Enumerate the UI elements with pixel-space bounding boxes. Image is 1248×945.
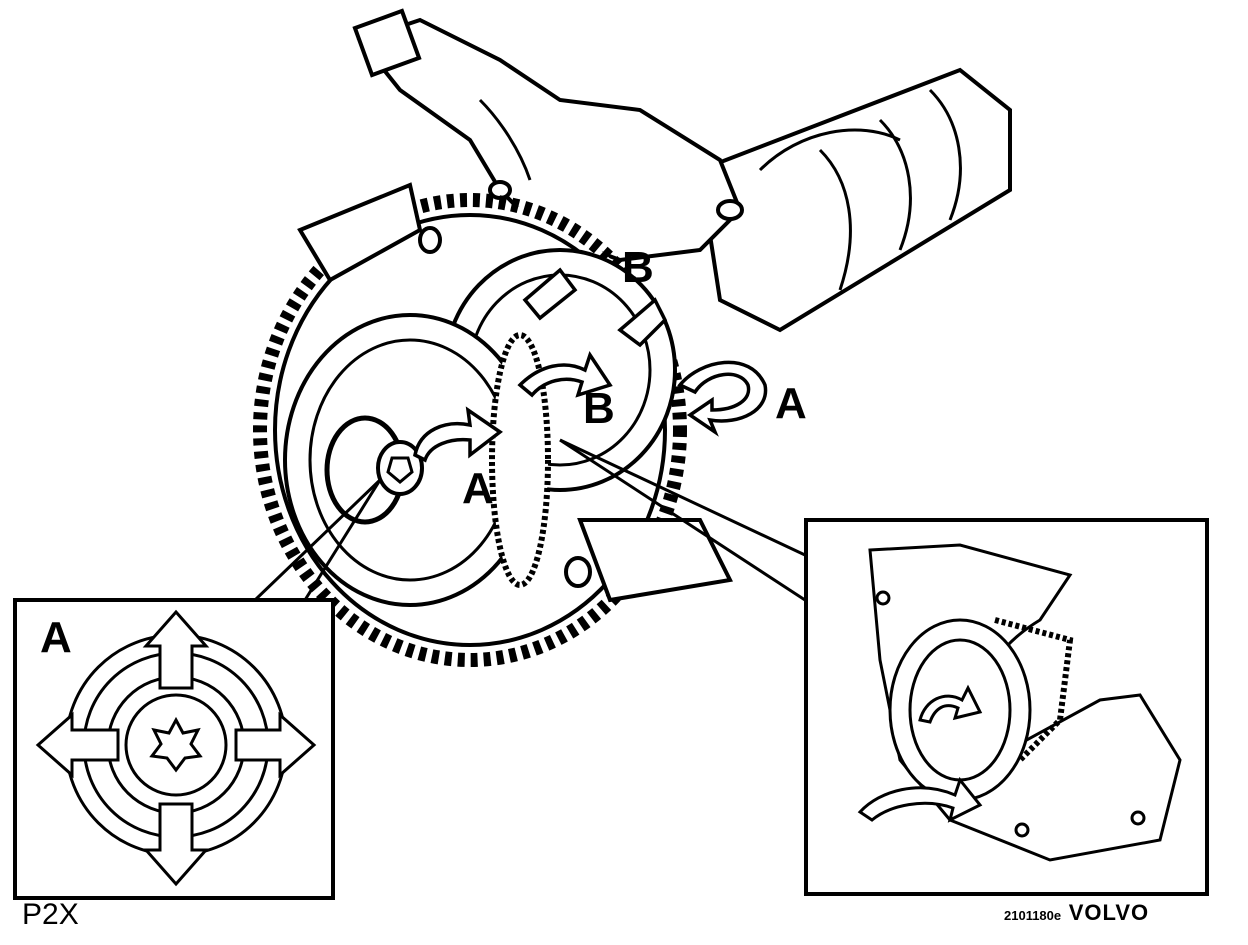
inset-a-rotor — [64, 633, 288, 857]
reference-number: 2101180e — [1004, 908, 1062, 923]
label-a-right: A — [775, 379, 807, 428]
brand-logo: VOLVO — [1068, 900, 1150, 925]
model-code: P2X — [22, 898, 79, 931]
inset-a-arrows — [35, 609, 317, 887]
callout-leaders — [253, 438, 806, 602]
label-a-main: A — [462, 464, 494, 513]
label-a-inset: A — [40, 613, 72, 662]
front-cover — [283, 313, 551, 607]
inset-b-box — [804, 518, 1209, 896]
label-b-mid: B — [583, 384, 615, 433]
flow-arrows — [413, 267, 768, 463]
solenoid-valve — [352, 8, 744, 263]
inset-b-arrows — [857, 684, 983, 823]
figure-reference: 2101180e VOLVO — [1004, 900, 1149, 926]
inset-a-box — [13, 598, 335, 900]
label-b-top: B — [622, 243, 654, 292]
camshaft — [697, 67, 1012, 333]
